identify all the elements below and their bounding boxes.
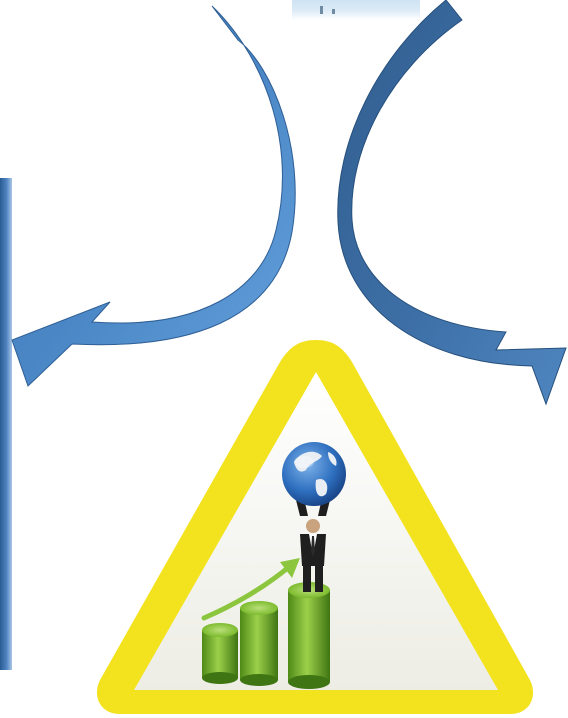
right-curved-arrow [338,0,566,404]
growth-warning-triangle [97,340,533,714]
curved-arrow-icon [12,6,295,386]
left-curved-arrow [12,6,295,386]
globe-icon [282,442,346,506]
curved-arrow-icon [338,0,566,404]
